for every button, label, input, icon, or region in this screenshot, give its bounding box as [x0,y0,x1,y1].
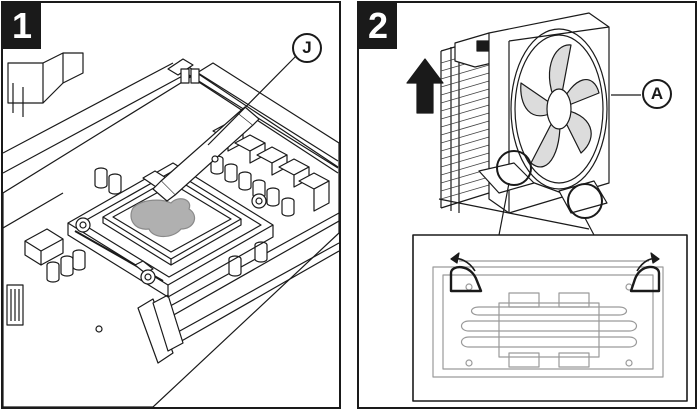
step-number-2: 2 [359,3,397,49]
callout-j: J [292,33,322,63]
inset-detail [412,234,688,402]
step-number-1: 1 [3,3,41,49]
base-bracket [478,162,608,214]
clip-tab-left [449,266,483,293]
socket-screws [75,155,267,333]
lift-up-arrow [406,58,444,114]
motherboard-cpu-illustration [3,52,339,407]
clip-tab-right [629,265,661,293]
clip-highlight-left [496,150,532,186]
callout-a: A [642,79,672,109]
thermal-paste [130,198,196,238]
pcie-connector [6,284,24,326]
paste-syringe [152,106,260,202]
cpu-cooler-illustration [406,12,688,402]
callout-j-leader [207,52,300,146]
step-1-panel: 1 J [1,1,341,409]
fan-hub [546,88,572,130]
step-2-panel: 2 A [357,1,697,409]
fan-rotor [510,28,608,190]
